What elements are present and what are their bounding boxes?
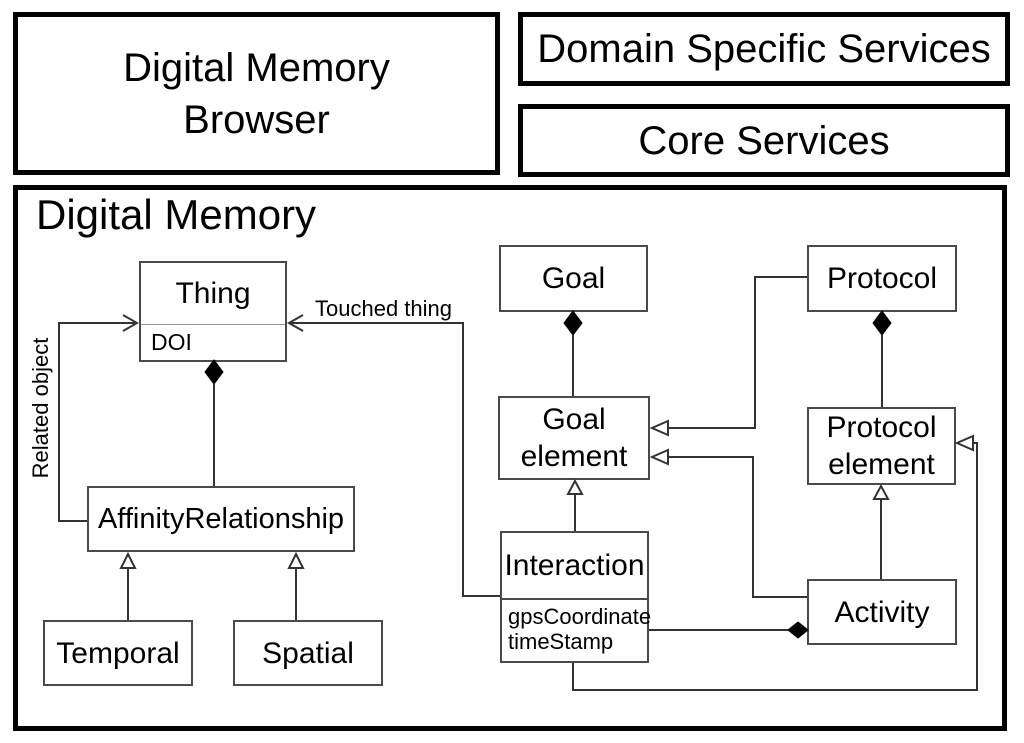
touched-thing-label: Touched thing [315, 296, 452, 321]
core-services-box: Core Services [518, 104, 1010, 177]
class-interaction-attributes: gpsCoordinate timeStamp [502, 600, 652, 654]
class-protocol-element-name: Protocol element [826, 411, 937, 481]
class-temporal: Temporal [43, 620, 193, 686]
class-interaction-name: Interaction [502, 533, 647, 600]
class-protocol: Protocol [807, 245, 957, 312]
class-thing: Thing DOI [139, 261, 287, 362]
digital-memory-title: Digital Memory [36, 191, 317, 238]
core-services-label: Core Services [638, 118, 890, 163]
class-interaction-attribute-gpscoordinate: gpsCoordinate [508, 604, 652, 629]
class-affinity-relationship-name: AffinityRelationship [97, 502, 345, 535]
class-goal-name: Goal [541, 262, 606, 295]
class-temporal-name: Temporal [56, 636, 180, 670]
class-goal: Goal [499, 245, 648, 312]
digital-memory-browser-label: Digital Memory Browser [123, 45, 390, 142]
domain-specific-services-box: Domain Specific Services [518, 12, 1010, 86]
domain-specific-services-label: Domain Specific Services [537, 27, 991, 71]
class-thing-name: Thing [141, 263, 285, 325]
class-protocol-name: Protocol [826, 262, 938, 295]
class-spatial: Spatial [233, 620, 383, 686]
class-thing-attribute-doi: DOI [151, 329, 192, 355]
digital-memory-browser-box: Digital Memory Browser [13, 12, 500, 175]
class-goal-element: Goal element [498, 396, 650, 480]
class-activity: Activity [807, 579, 957, 645]
class-activity-name: Activity [834, 595, 930, 629]
class-interaction-attribute-timestamp: timeStamp [508, 629, 614, 654]
class-affinity-relationship: AffinityRelationship [87, 486, 355, 552]
class-spatial-name: Spatial [262, 636, 354, 670]
class-protocol-element: Protocol element [807, 407, 956, 485]
class-interaction: Interaction gpsCoordinate timeStamp [500, 531, 652, 663]
related-object-label: Related object [28, 337, 53, 479]
class-goal-element-name: Goal element [520, 403, 628, 473]
